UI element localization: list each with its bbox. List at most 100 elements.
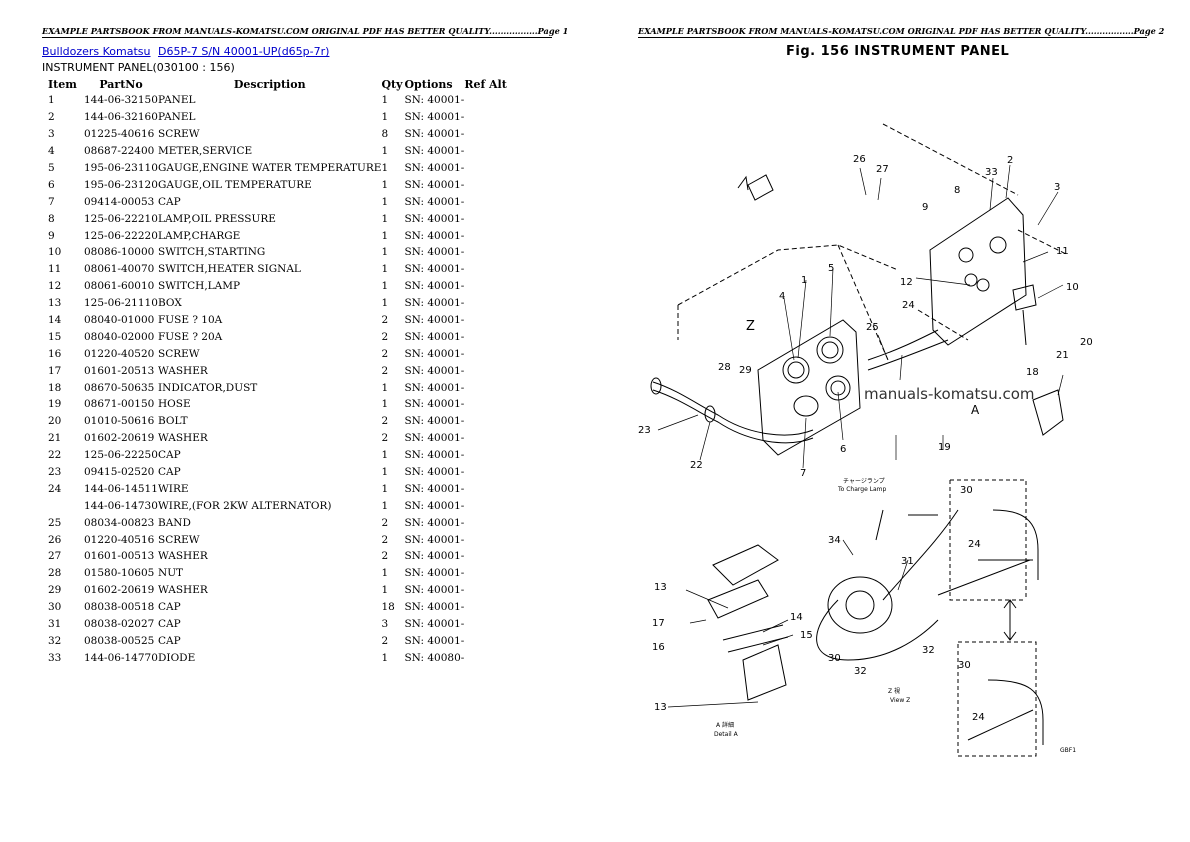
cell-qty: 1 (381, 398, 389, 411)
callout-15: 15 (800, 630, 813, 641)
cell-ref-alt (464, 109, 514, 126)
cell-qty: 1 (381, 162, 389, 174)
cell-description: CAP (158, 449, 181, 462)
callout-33: 33 (985, 167, 998, 178)
callout-9: 9 (922, 202, 928, 213)
callout-10: 10 (1066, 282, 1079, 293)
cell-options: SN: 40001- (404, 94, 465, 107)
cell-options: SN: 40001- (404, 111, 465, 124)
cell-qty: 1 (381, 212, 389, 225)
cell-description: PANEL (158, 111, 196, 124)
cell-options: SN: 40001- (404, 212, 465, 225)
cell-ref-alt (464, 565, 514, 582)
cell-description: CAP (158, 466, 181, 479)
cell-qty: 1 (381, 567, 389, 580)
cell-options: SN: 40001- (404, 229, 465, 242)
detail-a-en-label: Detail A (714, 731, 739, 738)
cell-item: 8 (48, 212, 55, 225)
cell-item: 16 (48, 347, 62, 360)
cell-description: HOSE (158, 398, 191, 411)
cell-partno: 08038-00525 (84, 634, 155, 647)
callout-25: 25 (866, 322, 879, 333)
cell-item: 23 (48, 466, 62, 479)
cell-item: 28 (48, 567, 62, 580)
cell-partno: 08038-00518 (84, 601, 155, 614)
cell-qty: 1 (381, 195, 389, 208)
cell-description: CAP (158, 634, 181, 647)
cell-qty: 2 (381, 347, 389, 360)
cell-partno: 01580-10605 (84, 567, 155, 580)
cell-item: 19 (48, 398, 62, 411)
cell-options: SN: 40001- (404, 584, 465, 597)
breadcrumb-link-model[interactable]: D65P-7 S/N 40001-UP(d65p-7r) (158, 45, 330, 58)
callout-28: 28 (718, 362, 731, 373)
cell-qty: 1 (381, 381, 389, 394)
cell-partno: 08086-10000 (84, 246, 155, 259)
cell-item: 24 (48, 482, 62, 495)
callout-5: 5 (828, 263, 834, 274)
header-options: Options (404, 78, 453, 91)
cell-description: INDICATOR,DUST (158, 381, 258, 394)
callout-1: 1 (801, 275, 807, 286)
cell-ref-alt (464, 413, 514, 430)
callout-4: 4 (779, 291, 785, 302)
cell-qty: 2 (381, 330, 389, 343)
cell-partno: 01010-50616 (84, 415, 155, 428)
cell-partno: 144-06-32150 (84, 94, 158, 107)
cell-description: NUT (158, 567, 184, 580)
cell-qty: 1 (381, 229, 389, 242)
cell-description: WASHER (158, 584, 208, 597)
cell-options: SN: 40001- (404, 567, 465, 580)
cell-partno: 195-06-23110 (84, 162, 158, 174)
cell-item: 6 (48, 178, 55, 191)
cell-item: 14 (48, 314, 62, 327)
cell-item: 22 (48, 449, 62, 462)
cell-options: SN: 40001- (404, 246, 465, 259)
cell-description: WASHER (158, 550, 208, 563)
cell-partno: 01601-00513 (84, 550, 155, 563)
cell-partno: 08034-00823 (84, 516, 155, 529)
cell-qty: 3 (381, 618, 389, 631)
cell-options: SN: 40001- (404, 499, 465, 512)
cell-ref-alt (464, 531, 514, 548)
cell-item: 7 (48, 195, 55, 208)
cell-options: SN: 40001- (404, 618, 465, 631)
cell-options: SN: 40001- (404, 398, 465, 411)
callout-12: 12 (900, 277, 913, 288)
cell-options: SN: 40001- (404, 195, 465, 208)
breadcrumb-link-bulldozers[interactable]: Bulldozers Komatsu (42, 45, 151, 58)
cell-qty: 1 (381, 94, 389, 107)
cell-description: SWITCH,HEATER SIGNAL (158, 263, 301, 276)
cell-partno: 08061-60010 (84, 280, 155, 293)
cell-item: 12 (48, 280, 62, 293)
instrument-panel-drawing: 26 27 33 2 3 8 9 11 10 12 1 5 4 24 25 20… (638, 123, 1093, 757)
cell-item: 26 (48, 533, 62, 546)
cell-description: GAUGE,OIL TEMPERATURE (158, 178, 312, 191)
cell-options: SN: 40001- (404, 145, 465, 158)
cell-ref-alt (464, 649, 514, 666)
cell-ref-alt (464, 379, 514, 396)
cell-description: FUSE ? 20A (158, 330, 223, 343)
callout-29: 29 (739, 365, 752, 376)
callout-20: 20 (1080, 337, 1093, 348)
header-ref-alt: Ref Alt (464, 78, 507, 91)
cell-item: 32 (48, 634, 62, 647)
cell-partno: 09415-02520 (84, 466, 155, 479)
cell-item: 21 (48, 432, 62, 445)
cell-item: 33 (48, 651, 62, 664)
cell-partno: 125-06-22210 (84, 212, 158, 225)
detail-a-mark: A (971, 403, 980, 417)
cell-options: SN: 40001- (404, 280, 465, 293)
cell-qty: 1 (381, 482, 389, 495)
